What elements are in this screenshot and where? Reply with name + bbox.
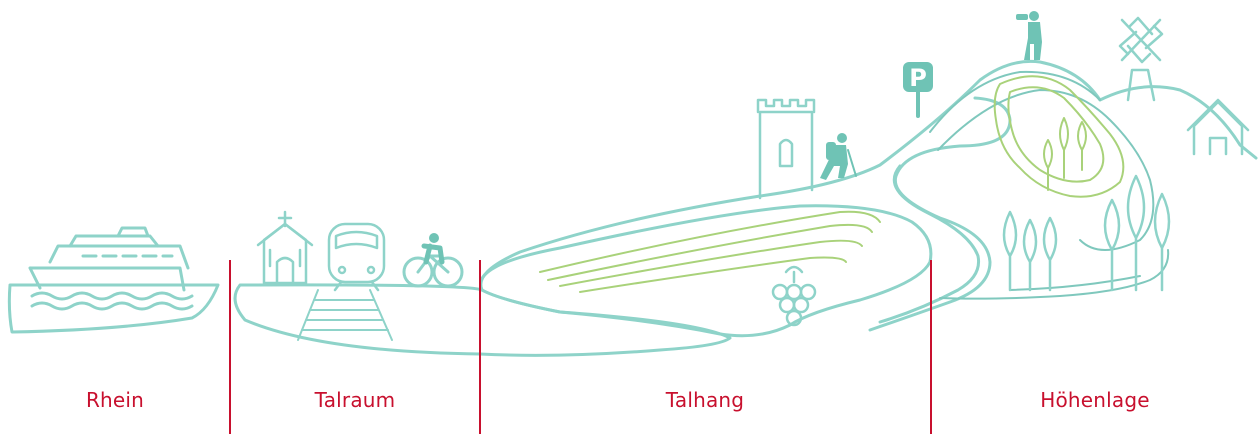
zone-label-talraum: Talraum [314,388,396,412]
vineyard-rows [539,210,881,293]
railway-tracks [297,289,393,341]
grapes-icon [771,265,817,327]
winding-path-inner [878,164,981,324]
zone-label-hoehenlage: Höhenlage [1040,388,1150,412]
hiker-icon [820,133,857,180]
terrain-outline [479,59,1258,292]
zone-divider [229,260,231,434]
forest-area [993,75,1125,198]
tower-icon [756,98,816,200]
tree-icon [1002,174,1171,292]
zone-label-talhang: Talhang [665,388,745,412]
windmill-icon [1118,16,1164,102]
church-icon [256,210,314,285]
house-icon [1186,98,1250,156]
ship-icon [7,226,220,334]
train-icon [327,222,386,292]
binoculars-person-icon [1016,11,1042,60]
parking-sign-letter: P [909,64,927,92]
vineyard-slope [479,204,933,338]
forest-tree-icon [1043,117,1087,191]
forest-area-inner [1007,86,1105,183]
parking-sign-icon: P [903,62,933,118]
zone-divider [930,260,932,434]
zone-label-rhein: Rhein [85,388,145,412]
cyclist-icon [402,233,464,288]
zone-divider [479,260,481,434]
